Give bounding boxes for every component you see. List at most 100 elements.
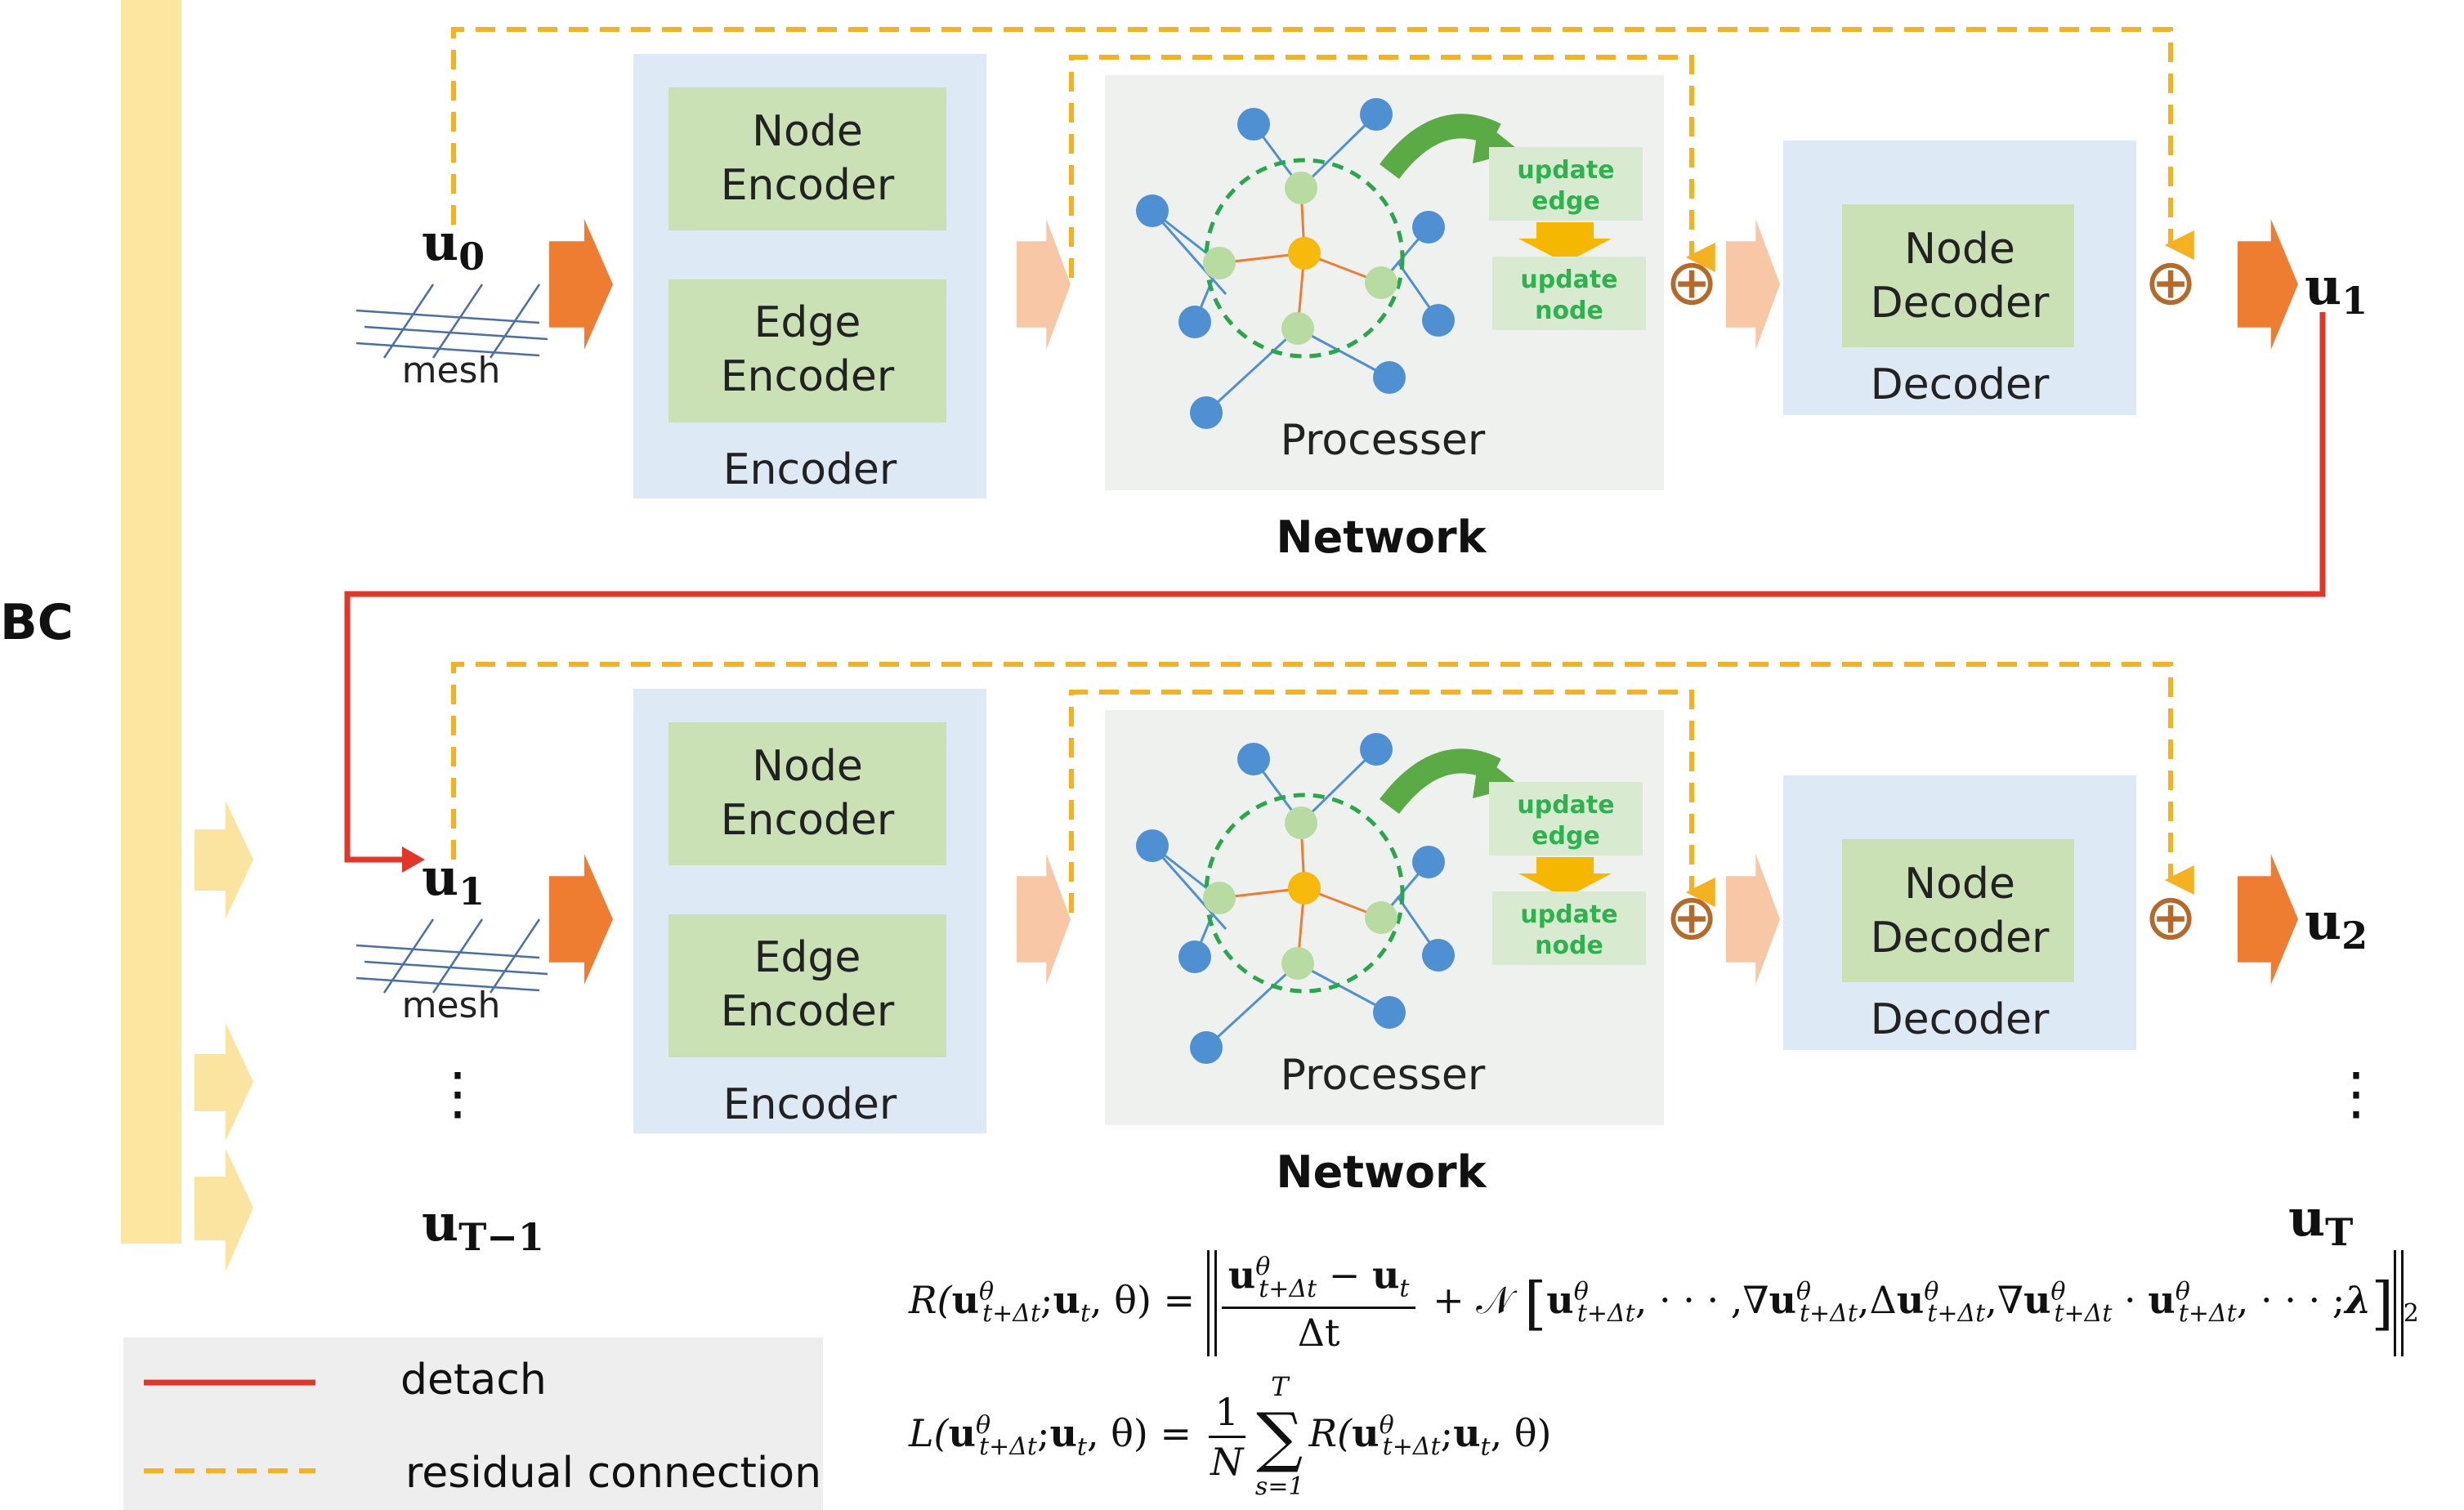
label-u-input: u1 xyxy=(422,847,485,914)
graph-node-neighbor xyxy=(1203,882,1236,914)
graph-edge xyxy=(1205,962,1299,1049)
graph-edge xyxy=(1299,113,1378,190)
encoder-label: Encoder xyxy=(723,1080,897,1129)
decoder-label: Decoder xyxy=(1871,360,2050,409)
sum-operator: T∑s=1 xyxy=(1254,1371,1304,1502)
graph-edge xyxy=(1297,327,1390,379)
legend-detach-label: detach xyxy=(400,1356,547,1405)
ellipsis-left: ⋮ xyxy=(429,1060,486,1127)
graph-node-neighbor xyxy=(1203,247,1236,279)
graph-node-neighbor xyxy=(1285,806,1317,839)
graph-network-icon xyxy=(1136,733,1455,1064)
update-down-arrow xyxy=(1518,222,1612,263)
graph-node-neighbor xyxy=(1365,901,1397,934)
graph-node-neighbor xyxy=(1281,947,1314,980)
residual-inner-line xyxy=(1069,690,1715,913)
legend-box xyxy=(123,1338,823,1510)
arrow-into-processor xyxy=(1017,219,1071,350)
mesh-line-h xyxy=(356,342,540,357)
arrow-into-decoder xyxy=(1726,854,1780,985)
graph-node-outer xyxy=(1136,829,1169,862)
label-u-last-output: uT xyxy=(2288,1188,2353,1254)
graph-node-outer xyxy=(1136,194,1169,227)
processor-label: Processer xyxy=(1281,416,1486,465)
update-down-arrow xyxy=(1518,857,1612,898)
graph-node-outer xyxy=(1190,1031,1223,1064)
mesh-line-h xyxy=(364,325,548,341)
graph-node-outer xyxy=(1360,733,1393,766)
mesh-line-v xyxy=(382,918,435,994)
plus-after-processor: ⊕ xyxy=(1665,881,1718,954)
mesh-line-v xyxy=(489,284,541,359)
graph-node-outer xyxy=(1422,304,1455,337)
graph-node-outer xyxy=(1190,396,1223,429)
mesh-line-v xyxy=(382,284,435,359)
network-label: Network xyxy=(1276,1146,1487,1198)
bc-arrow-1 xyxy=(195,801,253,918)
update-node-box xyxy=(1492,257,1646,330)
detach-line xyxy=(344,312,2326,863)
node-decoder-box xyxy=(1842,204,2074,347)
mesh-line-h xyxy=(364,960,548,976)
label-u-input: u0 xyxy=(422,212,485,279)
mesh-line-v xyxy=(489,918,541,994)
graph-node-outer xyxy=(1178,940,1211,973)
plus-after-decoder: ⊕ xyxy=(2144,881,2197,954)
graph-node-outer xyxy=(1412,211,1445,243)
mesh-label: mesh xyxy=(402,985,501,1026)
plus-after-decoder: ⊕ xyxy=(2144,246,2197,319)
graph-node-neighbor xyxy=(1365,266,1397,299)
graph-edge xyxy=(1205,327,1299,414)
mesh-line-h xyxy=(356,976,540,992)
graph-edge xyxy=(1297,962,1390,1014)
residual-inner-line xyxy=(1069,55,1715,278)
graph-node-center xyxy=(1288,237,1321,270)
ellipsis-right: ⋮ xyxy=(2328,1060,2385,1127)
graph-network-icon xyxy=(1136,98,1455,429)
bc-bar xyxy=(121,0,181,1244)
mesh-grid-icon xyxy=(356,918,548,994)
graph-node-center xyxy=(1288,872,1321,905)
plus-after-processor: ⊕ xyxy=(1665,246,1718,319)
arrow-to-output xyxy=(2238,219,2298,350)
arrow-into-encoder xyxy=(549,219,613,350)
norm-left-bar xyxy=(1206,1250,1217,1356)
mesh-label: mesh xyxy=(402,350,501,391)
label-u-last-input: uT−1 xyxy=(422,1193,544,1259)
graph-node-neighbor xyxy=(1285,172,1317,204)
edge-encoder-box xyxy=(669,914,946,1057)
graph-node-outer xyxy=(1373,361,1406,394)
label-u-output: u1 xyxy=(2305,257,2368,323)
bc-arrow-2 xyxy=(195,1023,253,1141)
graph-edge xyxy=(1151,210,1228,295)
update-edge-box xyxy=(1489,147,1643,221)
update-node-box xyxy=(1492,891,1646,965)
mesh-line-h xyxy=(356,309,540,324)
graph-node-outer xyxy=(1412,846,1445,878)
mesh-line-h xyxy=(356,944,540,959)
mesh-line-v xyxy=(432,284,484,359)
graph-neighborhood-ring xyxy=(1204,793,1405,994)
arrow-to-output xyxy=(2238,854,2298,985)
residual-outer-line xyxy=(451,662,2194,895)
norm-right-bar xyxy=(2393,1250,2404,1356)
mesh-line-v xyxy=(432,918,484,994)
graph-node-outer xyxy=(1360,98,1393,131)
bc-arrow-3 xyxy=(195,1149,253,1271)
update-edge-box xyxy=(1489,782,1643,856)
mesh-grid-icon xyxy=(356,284,548,359)
